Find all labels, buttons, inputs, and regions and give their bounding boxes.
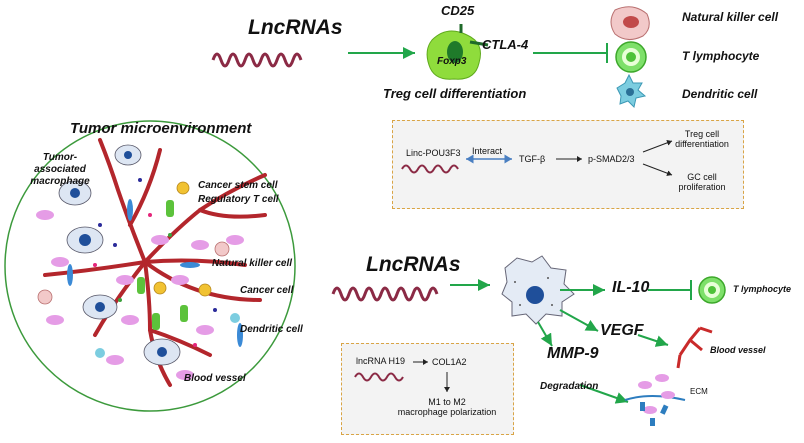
gc-line1: GC cell bbox=[687, 172, 717, 182]
dendritic-cell-label: Dendritic cell bbox=[682, 87, 758, 101]
nk-cell-icon bbox=[610, 6, 650, 40]
tme-title: Tumor microenvironment bbox=[70, 120, 252, 137]
ctla4-label: CTLA-4 bbox=[482, 37, 529, 52]
tme-dendritic-label: Dendritic cell bbox=[240, 324, 303, 335]
tme-cells bbox=[36, 144, 244, 380]
gc-cell-label: GC cell proliferation bbox=[672, 172, 732, 192]
inhibit-arrow-il10 bbox=[648, 280, 692, 300]
col1a2-label: COL1A2 bbox=[432, 357, 467, 367]
tam-line1: Tumor- bbox=[42, 152, 78, 163]
gc-line2: proliferation bbox=[678, 182, 726, 192]
dendritic-cell-icon bbox=[616, 73, 647, 108]
lncrna-wave-bottom bbox=[331, 286, 439, 302]
treg-line2: differentiation bbox=[675, 139, 729, 149]
blood-vessel-bottom-label: Blood vessel bbox=[710, 345, 766, 355]
t-lymphocyte-label: T lymphocyte bbox=[682, 49, 760, 63]
blood-vessel-network bbox=[43, 138, 267, 387]
m1-m2-label: M1 to M2 macrophage polarization bbox=[372, 397, 522, 417]
t-lymphocyte-bottom-label: T lymphocyte bbox=[733, 284, 792, 294]
tam-label: Tumor- associated macrophage bbox=[30, 152, 90, 188]
lncrnas-label-bottom: LncRNAs bbox=[366, 253, 461, 276]
tme-blood-vessel-label: Blood vessel bbox=[184, 373, 246, 384]
bottom-info-box bbox=[341, 343, 514, 435]
mmp9-label: MMP-9 bbox=[547, 345, 599, 362]
il10-label: IL-10 bbox=[612, 279, 650, 296]
t-lymphocyte-icon-bottom bbox=[698, 276, 726, 304]
lncrna-h19-label: lncRNA H19 bbox=[356, 356, 406, 366]
treg-cell-icon bbox=[426, 24, 489, 80]
arrow-to-vegf bbox=[559, 309, 599, 332]
treg-cell-diff-box-label: Treg cell differentiation bbox=[672, 129, 732, 149]
m1-line2: macrophage polarization bbox=[397, 407, 497, 417]
treg-line1: Treg cell bbox=[684, 129, 720, 139]
arrow-to-mmp9 bbox=[537, 321, 553, 347]
tme-nk-label: Natural killer cell bbox=[212, 258, 293, 269]
t-lymphocyte-icon bbox=[615, 41, 647, 73]
tam-line3: macrophage bbox=[30, 176, 90, 187]
psmad-label: p-SMAD2/3 bbox=[588, 154, 635, 164]
inhibit-arrow-treg bbox=[533, 43, 608, 63]
degradation-label: Degradation bbox=[540, 381, 599, 392]
cd25-label: CD25 bbox=[441, 3, 475, 18]
lncrna-wave-top bbox=[211, 52, 303, 68]
interact-label: Interact bbox=[472, 146, 503, 156]
top-info-box bbox=[392, 120, 744, 209]
treg-diff-label: Treg cell differentiation bbox=[383, 86, 527, 101]
ecm-label: ECM bbox=[690, 387, 708, 396]
regulatory-t-cell-label: Regulatory T cell bbox=[198, 194, 279, 205]
foxp3-label: Foxp3 bbox=[437, 56, 467, 67]
nk-cell-label: Natural killer cell bbox=[682, 10, 779, 24]
cancer-stem-cell-label: Cancer stem cell bbox=[198, 180, 278, 191]
tam-line2: associated bbox=[34, 164, 86, 175]
blood-vessel-icon bbox=[676, 326, 713, 369]
lncrnas-label-top: LncRNAs bbox=[248, 16, 343, 39]
vegf-label: VEGF bbox=[600, 322, 644, 339]
ecm-icon bbox=[624, 374, 686, 426]
macrophage-icon bbox=[501, 255, 575, 325]
tgf-beta-label: TGF-β bbox=[519, 154, 546, 164]
arrow-vegf-to-vessel bbox=[637, 334, 669, 347]
arrow-degradation bbox=[579, 384, 629, 404]
linc-pou3f3-label: Linc-POU3F3 bbox=[406, 148, 461, 158]
cancer-cell-label: Cancer cell bbox=[240, 285, 294, 296]
m1-line1: M1 to M2 bbox=[428, 397, 466, 407]
